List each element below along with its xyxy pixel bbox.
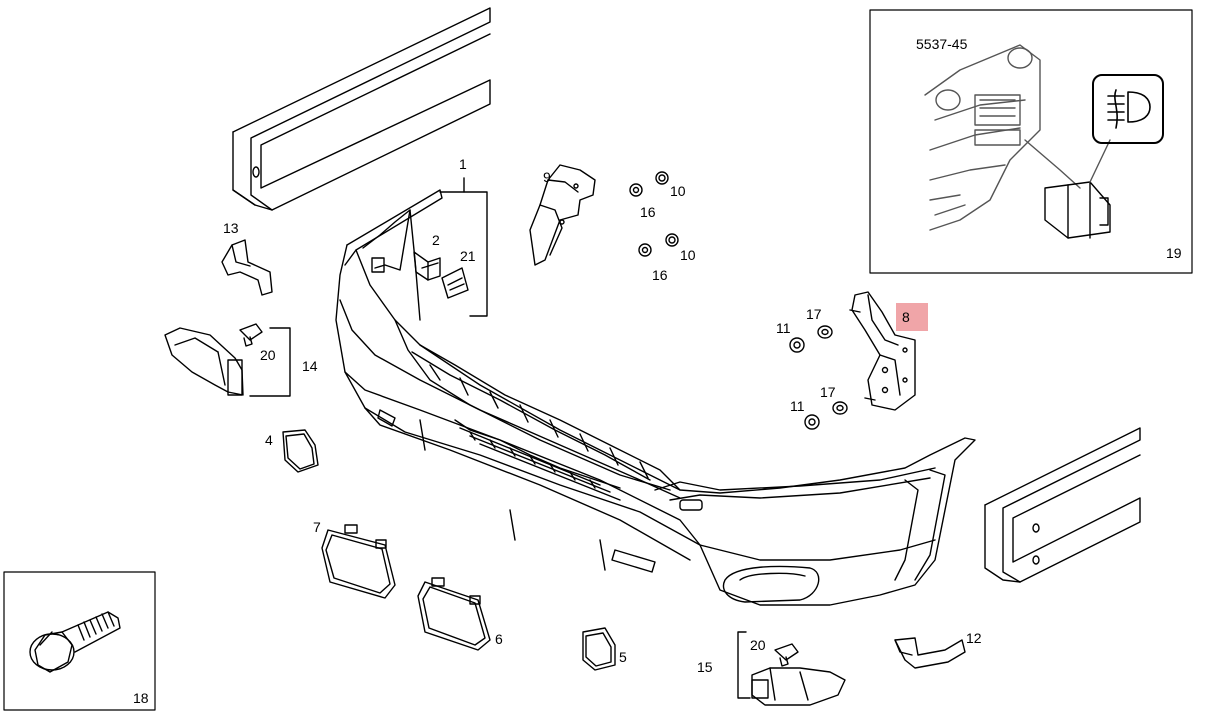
callout-2[interactable]: 2 <box>432 232 440 248</box>
clip-nut-part-21 <box>441 267 469 299</box>
bracket-part-8 <box>849 291 916 411</box>
bulb-part-20-upper <box>239 323 263 347</box>
fog-lamp-left-part-14 <box>164 327 244 396</box>
callout-10-lower[interactable]: 10 <box>680 247 696 263</box>
callout-12[interactable]: 12 <box>966 630 982 646</box>
nut-washer-set-upper <box>629 171 679 257</box>
callout-21[interactable]: 21 <box>460 248 476 264</box>
callout-10-upper[interactable]: 10 <box>670 183 686 199</box>
callout-8[interactable]: 8 <box>902 309 910 325</box>
flange-bolt-icon <box>29 611 121 673</box>
callout-9[interactable]: 9 <box>543 169 551 185</box>
cover-part-5 <box>582 627 616 671</box>
fog-light-switch-icon <box>1092 74 1164 144</box>
cover-part-7 <box>321 524 396 599</box>
bracket-part-13 <box>221 239 273 296</box>
bracket-part-9 <box>529 164 596 266</box>
cover-part-6 <box>417 577 491 651</box>
callout-1[interactable]: 1 <box>459 156 467 172</box>
fog-lamp-right-part-15 <box>751 667 846 706</box>
callout-19[interactable]: 19 <box>1166 245 1182 261</box>
callout-bracket-14 <box>249 327 291 397</box>
callout-16-upper[interactable]: 16 <box>640 204 656 220</box>
chassis-rail-right <box>984 427 1141 583</box>
bulb-part-20-lower <box>774 643 799 667</box>
nut-washer-set-right <box>789 325 848 430</box>
callout-11-upper[interactable]: 11 <box>776 320 791 336</box>
callout-17-lower[interactable]: 17 <box>820 384 836 400</box>
callout-16-lower[interactable]: 16 <box>652 267 668 283</box>
inset-ref-code: 5537-45 <box>916 36 968 52</box>
callout-11-lower[interactable]: 11 <box>790 398 805 414</box>
callout-20-lower[interactable]: 20 <box>750 637 766 653</box>
callout-6[interactable]: 6 <box>495 631 503 647</box>
front-bumper <box>335 189 976 606</box>
callout-5[interactable]: 5 <box>619 649 627 665</box>
highlight-part-8 <box>896 303 928 331</box>
callout-18[interactable]: 18 <box>133 690 149 706</box>
inset-bolt <box>3 571 156 711</box>
chassis-rail-left <box>232 7 491 211</box>
callout-14[interactable]: 14 <box>302 358 318 374</box>
callout-bracket-15 <box>737 631 751 699</box>
callout-17-upper[interactable]: 17 <box>806 306 822 322</box>
bracket-part-12 <box>894 637 966 669</box>
clip-part-2 <box>413 251 441 281</box>
callout-13[interactable]: 13 <box>223 220 239 236</box>
cover-part-4-inner <box>285 433 315 470</box>
cover-part-4 <box>282 429 319 473</box>
inset-dashboard-switch <box>869 9 1193 274</box>
callout-4[interactable]: 4 <box>265 432 273 448</box>
callout-20-upper[interactable]: 20 <box>260 347 276 363</box>
callout-7[interactable]: 7 <box>313 519 321 535</box>
callout-15[interactable]: 15 <box>697 659 713 675</box>
